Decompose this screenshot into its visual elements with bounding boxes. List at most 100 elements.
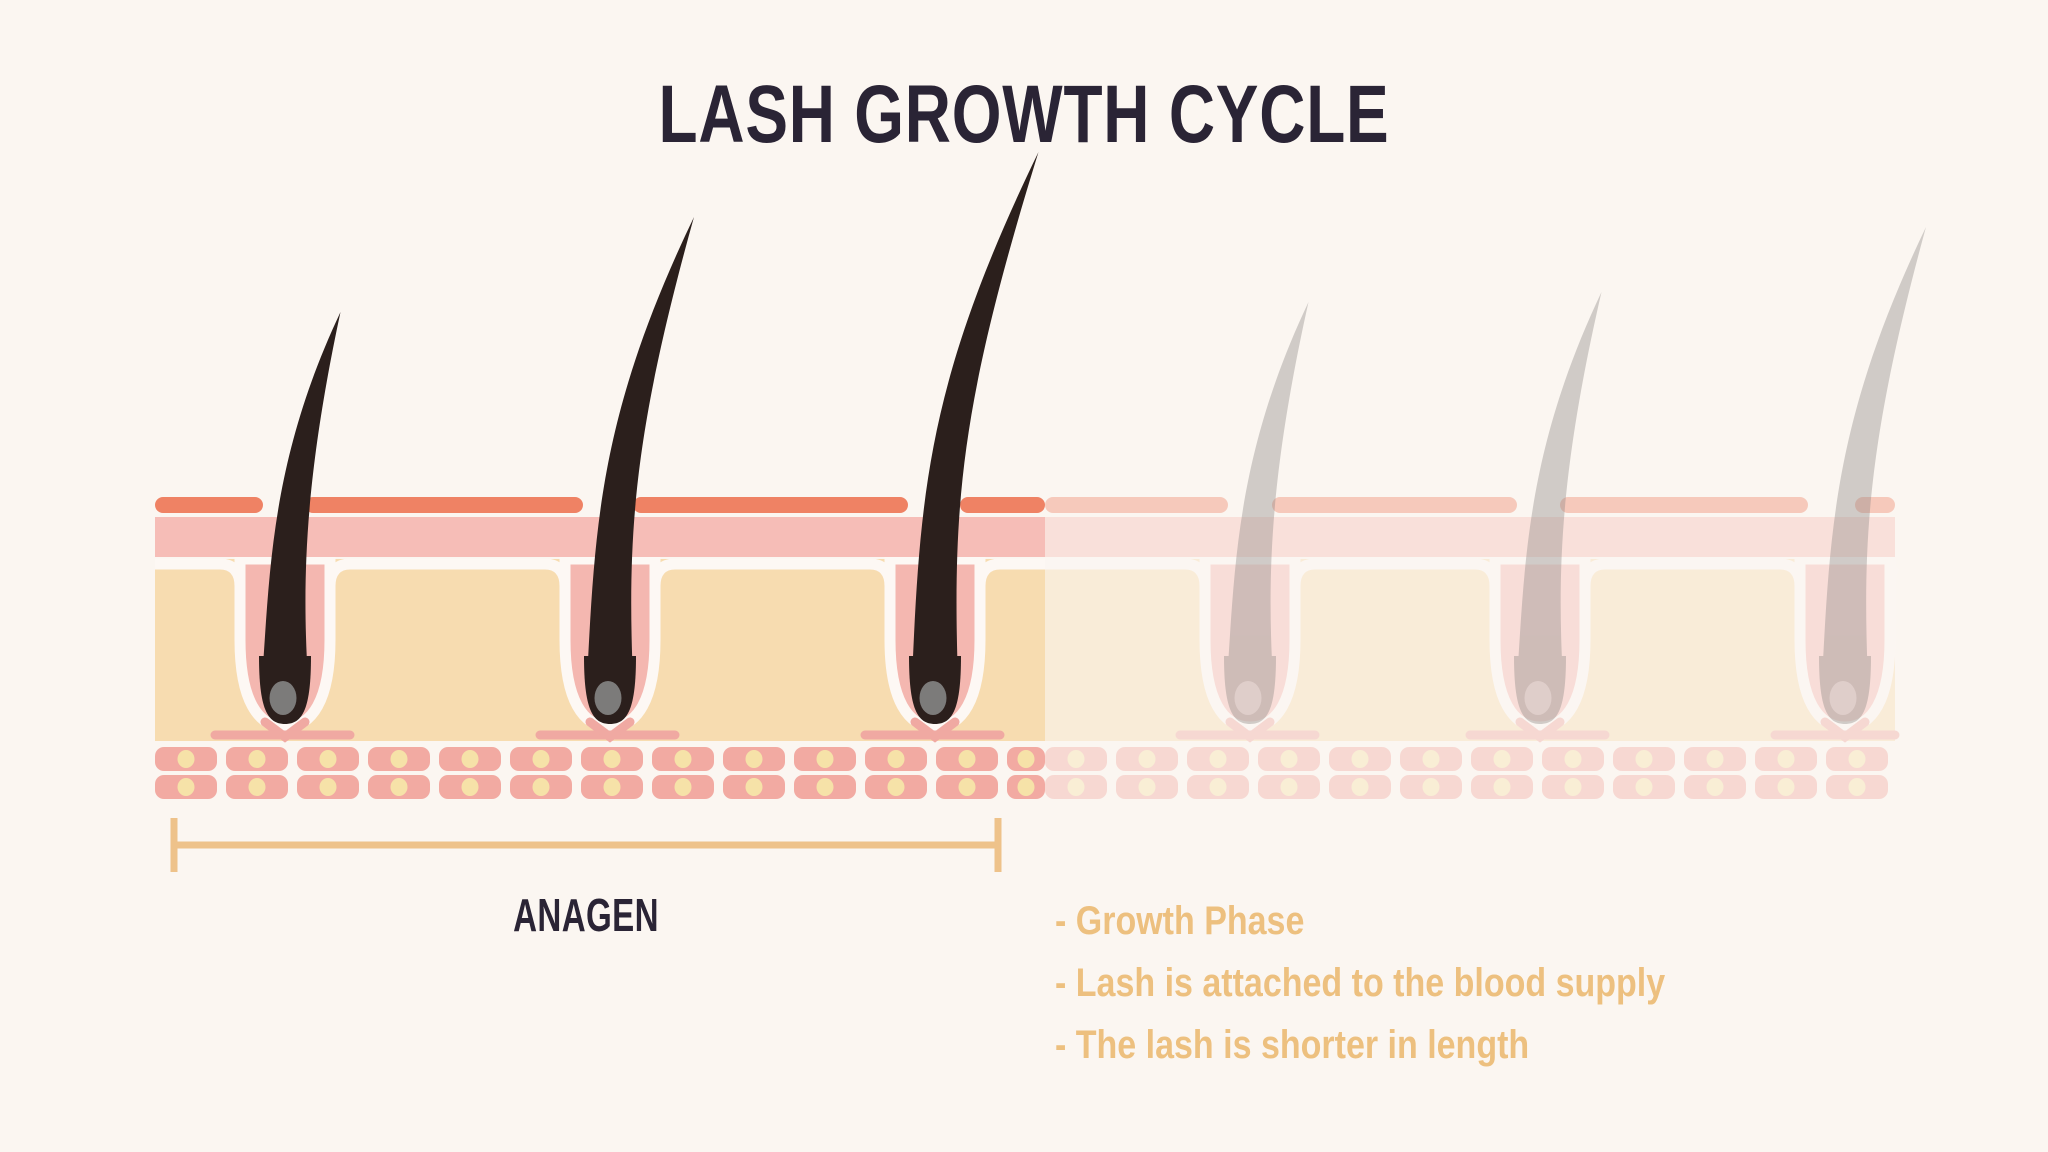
cell-nucleus	[1209, 750, 1227, 768]
skin-cell	[1258, 747, 1320, 771]
cell-layer-inactive	[1045, 747, 1888, 799]
skin-cell	[1045, 775, 1107, 799]
hair-shaft	[262, 312, 341, 680]
hair-shaft	[912, 152, 1039, 680]
cell-nucleus	[1777, 778, 1795, 796]
cell-nucleus	[674, 750, 692, 768]
cell-nucleus	[177, 778, 195, 796]
cell-nucleus	[887, 778, 905, 796]
hair-1	[259, 312, 341, 724]
cell-nucleus	[1706, 750, 1724, 768]
dermal-papilla	[269, 681, 297, 715]
hair-6	[1819, 227, 1926, 724]
cell-nucleus	[1493, 778, 1511, 796]
skin-cell	[1116, 775, 1178, 799]
phase-description-list: - Growth Phase - Lash is attached to the…	[1055, 898, 2015, 1084]
dermal-papilla	[1829, 681, 1857, 715]
skin-cell	[1116, 747, 1178, 771]
hair-shaft	[1822, 227, 1926, 680]
cell-nucleus	[461, 778, 479, 796]
cell-nucleus	[390, 778, 408, 796]
hair-4	[1224, 302, 1309, 724]
skin-cell	[1755, 775, 1817, 799]
cell-nucleus	[1848, 778, 1866, 796]
cell-nucleus	[532, 750, 550, 768]
bullet-item-2: - Lash is attached to the blood supply	[1055, 961, 1666, 1005]
cell-nucleus	[248, 750, 266, 768]
phase-name-label: ANAGEN	[513, 889, 659, 941]
skin-cell	[1258, 775, 1320, 799]
cell-nucleus	[1209, 778, 1227, 796]
bullet-item-3: - The lash is shorter in length	[1055, 1023, 1530, 1067]
hair-shaft	[1517, 292, 1602, 680]
cell-nucleus	[1138, 750, 1156, 768]
cell-nucleus	[958, 750, 976, 768]
cell-nucleus	[1422, 778, 1440, 796]
skin-inactive-region	[1045, 497, 1900, 799]
dermal-papilla	[1234, 681, 1262, 715]
hairs-layer	[259, 152, 1926, 724]
cell-nucleus	[745, 750, 763, 768]
skin-cell	[1826, 775, 1888, 799]
cell-nucleus	[1067, 778, 1085, 796]
follicle-4	[1199, 553, 1301, 733]
anagen-measure-bracket	[170, 818, 1002, 872]
skin-cell	[1684, 775, 1746, 799]
skin-cell	[1684, 747, 1746, 771]
blood-vessels-active	[210, 717, 1005, 743]
dermal-papilla	[919, 681, 947, 715]
cell-nucleus	[745, 778, 763, 796]
skin-cell	[1471, 747, 1533, 771]
cell-nucleus	[1017, 778, 1035, 796]
skin-cell	[1187, 775, 1249, 799]
dermis-top-outline	[155, 558, 1045, 587]
hair-shaft	[587, 217, 694, 680]
skin-cell	[1613, 775, 1675, 799]
cell-nucleus	[1493, 750, 1511, 768]
cell-nucleus	[1564, 778, 1582, 796]
hair-5	[1514, 292, 1602, 724]
cell-nucleus	[532, 778, 550, 796]
hair-bulb	[1514, 656, 1566, 724]
cell-nucleus	[816, 750, 834, 768]
surface-strip-active	[155, 497, 1045, 513]
cell-nucleus	[1280, 778, 1298, 796]
blood-vessels-inactive	[1175, 717, 1900, 743]
skin-cell	[1045, 747, 1107, 771]
dermal-papilla	[594, 681, 622, 715]
cell-nucleus	[1067, 750, 1085, 768]
cell-nucleus	[177, 750, 195, 768]
cell-nucleus	[1351, 750, 1369, 768]
skin-cell	[1187, 747, 1249, 771]
cell-nucleus	[390, 750, 408, 768]
bullet-item-1: - Growth Phase	[1055, 899, 1305, 943]
cell-nucleus	[816, 778, 834, 796]
page-title: LASH GROWTH CYCLE	[658, 69, 1390, 160]
skin-cell	[1400, 747, 1462, 771]
cell-layer-active	[155, 747, 1045, 799]
cell-nucleus	[1564, 750, 1582, 768]
follicle-5	[1489, 553, 1591, 733]
cell-nucleus	[1635, 778, 1653, 796]
skin-cell	[1329, 775, 1391, 799]
hair-shaft	[1227, 302, 1309, 680]
cell-nucleus	[1706, 778, 1724, 796]
skin-cell	[1755, 747, 1817, 771]
cell-nucleus	[1777, 750, 1795, 768]
cell-nucleus	[1280, 750, 1298, 768]
skin-cell	[1542, 775, 1604, 799]
cell-nucleus	[1017, 750, 1035, 768]
skin-cell	[1542, 747, 1604, 771]
skin-cell	[1329, 747, 1391, 771]
cell-nucleus	[1848, 750, 1866, 768]
cell-nucleus	[461, 750, 479, 768]
cell-nucleus	[958, 778, 976, 796]
dermal-papilla	[1524, 681, 1552, 715]
cell-nucleus	[248, 778, 266, 796]
cell-nucleus	[1635, 750, 1653, 768]
skin-cell	[1400, 775, 1462, 799]
hair-bulb	[1819, 656, 1871, 724]
dermis-top-outline-faded	[1045, 558, 1900, 587]
